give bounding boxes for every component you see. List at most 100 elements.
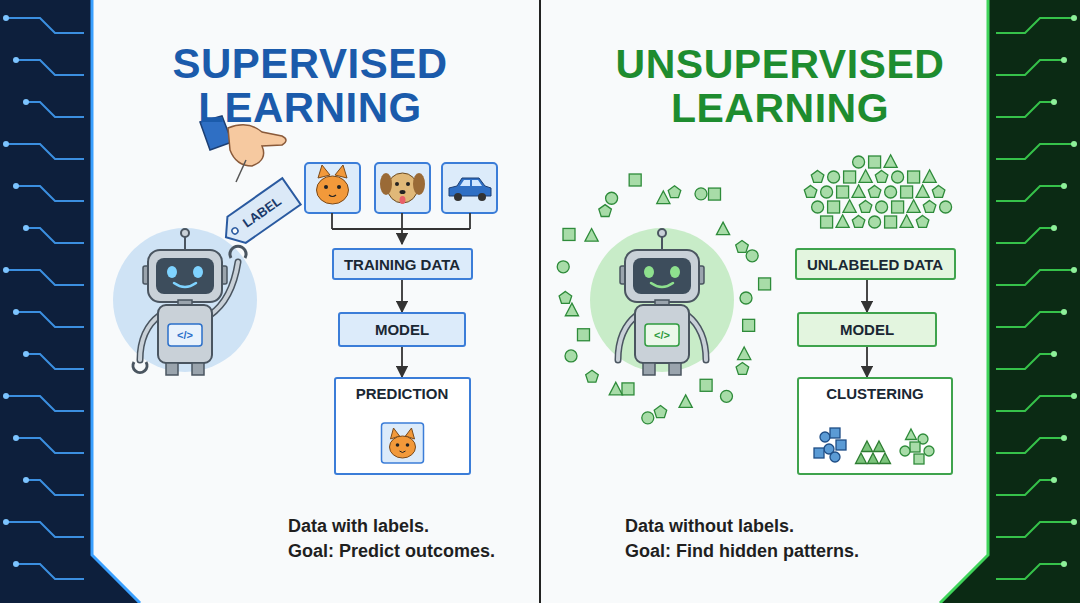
data-point bbox=[812, 201, 824, 213]
data-point bbox=[880, 453, 891, 464]
dog-image bbox=[375, 163, 430, 213]
circuit-pad bbox=[1071, 393, 1077, 399]
data-point bbox=[642, 412, 654, 424]
data-points bbox=[557, 174, 770, 424]
data-point bbox=[746, 250, 758, 262]
data-point bbox=[908, 171, 920, 183]
data-point bbox=[924, 446, 934, 456]
flow-arrow bbox=[401, 347, 403, 377]
data-point bbox=[811, 170, 824, 182]
circuit-pad bbox=[3, 15, 9, 21]
box-label: MODEL bbox=[375, 321, 429, 338]
data-point bbox=[876, 201, 888, 213]
circuit-pad bbox=[1071, 15, 1077, 21]
box-label: PREDICTION bbox=[356, 385, 449, 402]
panel-heading: SUPERVISED LEARNING bbox=[173, 42, 448, 130]
data-point bbox=[565, 303, 578, 316]
caption-line: Goal: Predict outcomes. bbox=[288, 541, 495, 562]
box-label: MODEL bbox=[840, 321, 894, 338]
data-point bbox=[859, 170, 872, 183]
flow-arrow bbox=[866, 347, 868, 377]
circuit-trace bbox=[16, 312, 84, 327]
data-point bbox=[709, 188, 721, 200]
data-point bbox=[856, 453, 867, 464]
circuit-trace bbox=[26, 354, 84, 369]
data-point bbox=[859, 200, 872, 212]
circuit-pad bbox=[1061, 561, 1067, 567]
data-point bbox=[804, 185, 817, 197]
data-point bbox=[885, 186, 897, 198]
data-point bbox=[740, 292, 752, 304]
data-point bbox=[736, 241, 749, 253]
circuit-trace bbox=[6, 18, 84, 33]
circuit-pad bbox=[13, 435, 19, 441]
flow-arrow bbox=[401, 280, 403, 312]
data-point bbox=[916, 215, 929, 227]
data-point bbox=[843, 200, 856, 213]
data-point bbox=[932, 185, 945, 197]
caption-line: Goal: Find hidden patterns. bbox=[625, 541, 859, 562]
flow-arrow bbox=[866, 280, 868, 312]
data-point bbox=[923, 200, 936, 212]
circuit-trace bbox=[6, 144, 84, 159]
data-point bbox=[892, 201, 904, 213]
circuit-trace bbox=[16, 438, 84, 453]
circuit-pad bbox=[1071, 519, 1077, 525]
circuit-pad bbox=[23, 99, 29, 105]
circuit-pad bbox=[3, 141, 9, 147]
circuit-trace bbox=[26, 480, 84, 495]
circuit-trace bbox=[996, 312, 1064, 327]
robot bbox=[590, 228, 734, 375]
circuit-pad bbox=[3, 519, 9, 525]
data-point bbox=[668, 186, 681, 198]
caption-line: Data without labels. bbox=[625, 516, 794, 537]
data-point bbox=[599, 205, 612, 217]
circuit-pad bbox=[1051, 351, 1057, 357]
car-image bbox=[442, 163, 497, 213]
circuit-trace bbox=[26, 228, 84, 243]
data-point bbox=[828, 201, 840, 213]
circuit-pad bbox=[1061, 309, 1067, 315]
data-point bbox=[736, 363, 749, 375]
circuit-trace bbox=[996, 354, 1054, 369]
divider bbox=[539, 0, 541, 603]
circuit-pad bbox=[13, 561, 19, 567]
circuit-pad bbox=[1061, 435, 1067, 441]
data-point bbox=[836, 215, 849, 228]
data-point bbox=[892, 171, 904, 183]
circuit-pad bbox=[3, 267, 9, 273]
data-point bbox=[828, 171, 840, 183]
data-point bbox=[720, 390, 732, 402]
data-point bbox=[862, 441, 873, 452]
data-point bbox=[837, 186, 849, 198]
circuit-trace bbox=[996, 438, 1064, 453]
data-point bbox=[910, 442, 920, 452]
data-point bbox=[844, 171, 856, 183]
data-point bbox=[679, 395, 692, 408]
data-point bbox=[622, 383, 634, 395]
circuit-pad bbox=[1051, 99, 1057, 105]
circuit-trace bbox=[996, 18, 1074, 33]
data-point bbox=[563, 228, 575, 240]
circuit-pad bbox=[1051, 225, 1057, 231]
circuit-trace bbox=[16, 60, 84, 75]
data-point bbox=[940, 201, 952, 213]
data-point bbox=[868, 185, 881, 197]
data-point bbox=[868, 453, 879, 464]
data-point bbox=[852, 215, 865, 227]
code-symbol: </> bbox=[177, 329, 193, 341]
data-point bbox=[585, 229, 598, 242]
data-point bbox=[821, 216, 833, 228]
data-point bbox=[716, 222, 729, 235]
model-box: MODEL bbox=[338, 312, 466, 347]
circuit-trace bbox=[16, 564, 84, 579]
circuit-trace bbox=[996, 396, 1074, 411]
circuit-trace bbox=[6, 522, 84, 537]
hand-with-tag bbox=[200, 116, 301, 250]
data-point bbox=[695, 188, 707, 200]
code-symbol: </> bbox=[654, 329, 670, 341]
circuit-pad bbox=[23, 477, 29, 483]
circuit-pad bbox=[1061, 183, 1067, 189]
